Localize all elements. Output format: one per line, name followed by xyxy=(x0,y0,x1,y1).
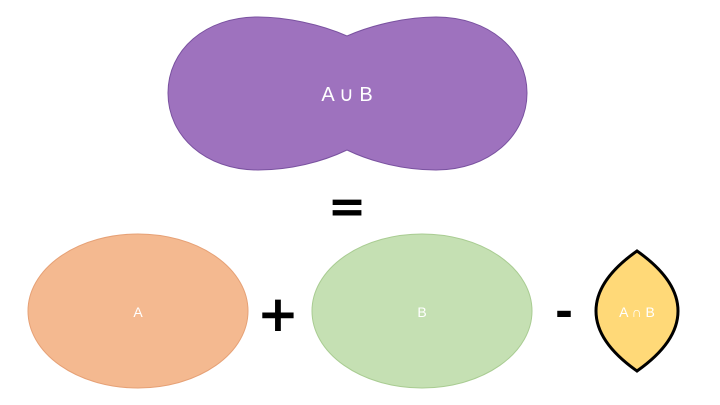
set-b-label: B xyxy=(417,304,426,320)
set-b-ellipse xyxy=(311,233,533,389)
set-b-shape: B xyxy=(311,233,533,389)
plus-sign: + xyxy=(257,285,299,343)
set-a-label: A xyxy=(133,304,143,320)
set-a-ellipse xyxy=(27,233,249,389)
minus-sign: - xyxy=(555,287,573,338)
union-shape: A ∪ B xyxy=(167,16,528,171)
intersection-lens xyxy=(594,249,680,373)
intersection-shape: A ∩ B xyxy=(594,249,680,373)
equals-sign: = xyxy=(328,179,367,233)
union-label: A ∪ B xyxy=(321,84,372,106)
set-a-shape: A xyxy=(27,233,249,389)
union-blob xyxy=(167,16,528,171)
intersection-label: A ∩ B xyxy=(619,304,655,320)
